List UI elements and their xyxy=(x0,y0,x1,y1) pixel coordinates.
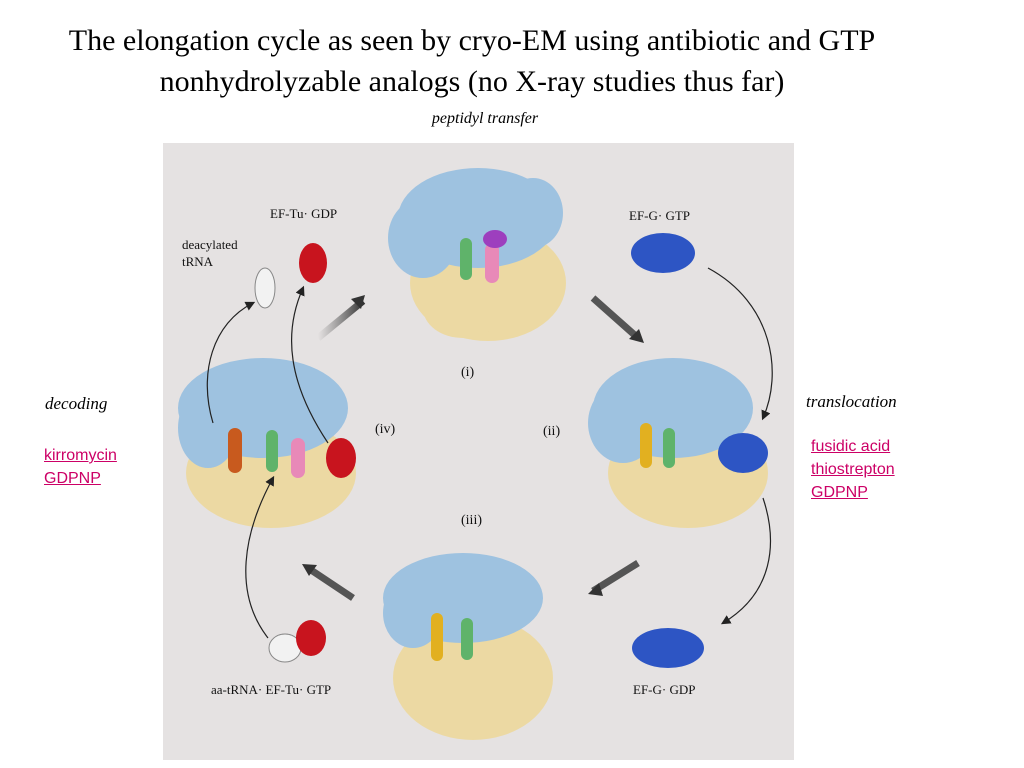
trna-p-site-i xyxy=(460,238,472,280)
ef-tu-release-arrow xyxy=(290,285,329,444)
ef-g-gtp-shape xyxy=(631,233,695,273)
trna-p-site-iii xyxy=(431,613,443,661)
step-i-label: (i) xyxy=(461,365,475,380)
ribosome-ii xyxy=(588,358,768,528)
ribosome-i xyxy=(388,168,566,341)
ef-tu-gdp-label: EF-Tu· GDP xyxy=(270,206,338,221)
ef-tu-gtp-shape xyxy=(296,620,326,656)
trna-a-site-i xyxy=(485,243,499,283)
deacylated-trna-shape xyxy=(254,267,276,309)
decoding-label: decoding xyxy=(45,394,108,413)
cycle-arrow-iv-to-i xyxy=(315,298,366,341)
deacylated-label: deacylated xyxy=(182,237,238,252)
ribosome-iii xyxy=(383,553,553,740)
drug-link-fusidic-acid[interactable]: fusidic acid xyxy=(811,438,891,455)
step-ii-label: (ii) xyxy=(543,424,561,439)
translocation-drug-list: fusidic acid thiostrepton GDPNP xyxy=(811,435,895,504)
trna-a-site-iv xyxy=(291,438,305,478)
slide-title: The elongation cycle as seen by cryo-EM … xyxy=(68,24,876,98)
ef-g-gdp-shape xyxy=(632,628,704,668)
trna-e-site-iii xyxy=(461,618,473,660)
ef-tu-bound-iv xyxy=(326,438,356,478)
cycle-diagram-svg xyxy=(178,168,773,740)
cycle-arrow-iii-to-iv xyxy=(306,565,355,601)
trna-label: tRNA xyxy=(182,254,214,269)
ef-g-binding-arrow xyxy=(707,267,773,421)
peptidyl-transfer-label: peptidyl transfer xyxy=(431,110,539,127)
ef-tu-gdp-shape xyxy=(299,243,327,283)
step-iv-label: (iv) xyxy=(375,422,396,437)
ef-g-gdp-label: EF-G· GDP xyxy=(633,682,696,697)
trna-e-site-ii xyxy=(663,428,675,468)
elongation-cycle-figure: (i) (ii) (iii) (iv) EF-Tu· GDP deacylate… xyxy=(163,143,794,760)
decoding-drug-list: kirromycin GDPNP xyxy=(44,444,117,490)
trna-release-arrow xyxy=(206,301,256,424)
translocation-label: translocation xyxy=(806,392,897,411)
trna-e-site-iv xyxy=(228,428,242,473)
drug-link-gdpnp-translocation[interactable]: GDPNP xyxy=(811,484,868,501)
drug-link-gdpnp-decoding[interactable]: GDPNP xyxy=(44,470,101,487)
drug-link-kirromycin[interactable]: kirromycin xyxy=(44,447,117,464)
aa-trna-ef-tu-gtp-label: aa-tRNA· EF-Tu· GTP xyxy=(211,682,332,697)
ef-g-gtp-label: EF-G· GTP xyxy=(629,208,691,223)
cycle-arrow-i-to-ii xyxy=(590,295,641,341)
drug-link-thiostrepton[interactable]: thiostrepton xyxy=(811,461,895,478)
trna-p-site-iv xyxy=(266,430,278,472)
step-iii-label: (iii) xyxy=(461,513,482,528)
ef-g-release-arrow xyxy=(720,497,772,625)
trna-p-site-ii xyxy=(640,423,652,468)
aa-trna-binding-arrow xyxy=(245,475,275,639)
ef-g-bound-ii xyxy=(718,433,768,473)
ribosome-iv xyxy=(178,358,356,528)
cycle-arrow-ii-to-iii xyxy=(591,560,640,594)
